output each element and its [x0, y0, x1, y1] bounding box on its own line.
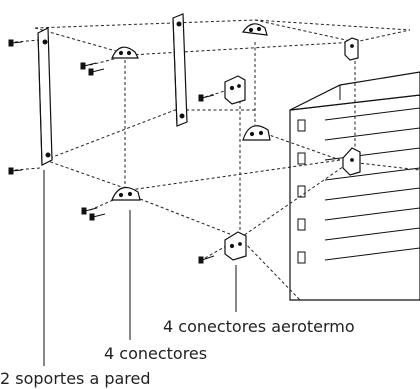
rounded-connector-icon — [241, 23, 268, 36]
assembly-guide-lines — [14, 19, 420, 301]
rounded-connector-icon — [242, 125, 271, 141]
angle-connector-icon — [224, 231, 247, 261]
wall-bracket-left — [37, 27, 53, 166]
aerotermo-slots — [297, 119, 306, 264]
aerotermo-unit — [289, 71, 420, 301]
screw-icon — [81, 207, 98, 215]
angle-connector-icon — [342, 147, 361, 176]
screw-icon — [80, 62, 97, 70]
screw-icon — [8, 39, 23, 47]
rounded-connector-icon — [111, 186, 141, 201]
screw-icon — [89, 213, 106, 221]
screw-icon — [198, 255, 215, 264]
screw-icon — [8, 167, 23, 175]
wall-bracket-right — [172, 13, 188, 127]
aerotermo-louvres — [324, 107, 420, 261]
label-wall-supports: 2 soportes a pared — [0, 369, 151, 388]
angle-connector-icon — [344, 37, 359, 61]
angle-connector-icon — [224, 75, 246, 105]
label-aerotermo-connectors: 4 conectores aerotermo — [163, 317, 355, 336]
rounded-connector-icon — [111, 46, 139, 59]
screw-icon — [198, 94, 215, 102]
screw-icon — [88, 68, 105, 76]
label-connectors: 4 conectores — [104, 344, 207, 363]
leader-lines — [43, 170, 237, 366]
